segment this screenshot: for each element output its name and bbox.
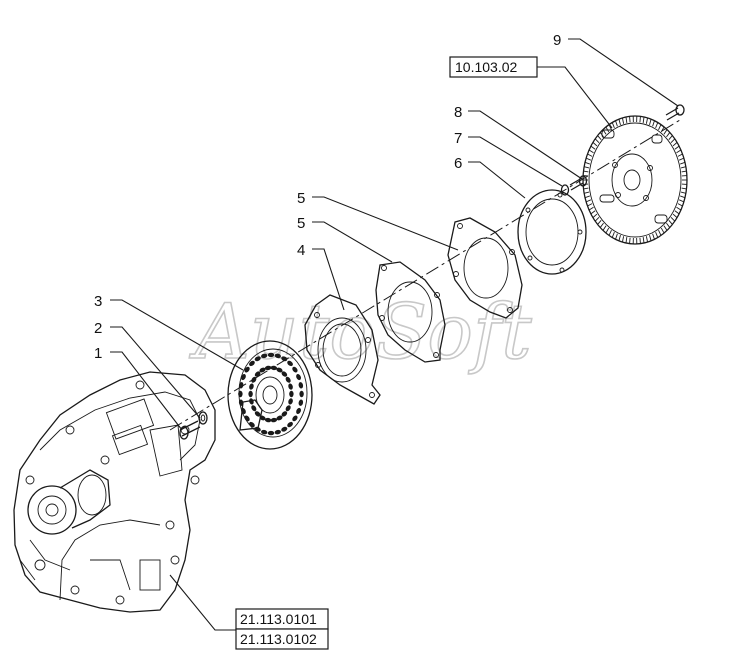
assembly-axis xyxy=(169,119,681,431)
leader-5b xyxy=(312,196,459,251)
leader-2 xyxy=(110,326,201,419)
reference-transmission-1-text: 21.113.0101 xyxy=(240,611,317,627)
part-7-washer xyxy=(560,184,570,196)
part-1-bolt xyxy=(179,420,201,440)
reference-flywheel-text: 10.103.02 xyxy=(455,59,517,75)
part-9-bolt xyxy=(665,104,685,121)
callout-4: 4 xyxy=(297,242,305,259)
part-5-flex-plate-rear xyxy=(447,217,523,319)
leader-transmission xyxy=(169,574,236,631)
part-2-washer xyxy=(198,411,208,425)
callout-6: 6 xyxy=(454,155,462,172)
leader-8 xyxy=(468,110,583,180)
leader-flywheel xyxy=(537,66,613,129)
watermark-logo: AutoSoft xyxy=(189,287,532,376)
callout-7: 7 xyxy=(454,130,462,147)
part-5-flex-plate-front xyxy=(375,261,446,363)
leader-4 xyxy=(312,248,345,311)
callout-2: 2 xyxy=(94,320,102,337)
reference-box-transmission-2[interactable]: 21.113.0102 xyxy=(235,628,329,650)
leader-3 xyxy=(110,299,244,371)
reference-box-transmission-1[interactable]: 21.113.0101 xyxy=(235,608,329,630)
transmission-housing xyxy=(13,371,216,613)
callout-8: 8 xyxy=(454,104,462,121)
reference-transmission-2-text: 21.113.0102 xyxy=(240,631,317,647)
callout-9: 9 xyxy=(553,32,561,49)
callout-5a: 5 xyxy=(297,215,305,232)
part-6-ring-plate xyxy=(517,189,587,275)
leader-1 xyxy=(110,351,183,431)
callout-3: 3 xyxy=(94,293,102,310)
leader-5a xyxy=(312,221,393,263)
leader-6 xyxy=(468,161,526,199)
flywheel-ring-gear xyxy=(582,115,688,245)
part-4-adapter-ring xyxy=(304,294,381,405)
leader-7 xyxy=(468,136,563,187)
callout-1: 1 xyxy=(94,345,102,362)
callout-5b: 5 xyxy=(297,190,305,207)
leader-9 xyxy=(568,38,679,107)
reference-box-flywheel[interactable]: 10.103.02 xyxy=(449,56,538,78)
leader-lines xyxy=(110,38,679,631)
part-3-torque-converter xyxy=(227,340,313,450)
